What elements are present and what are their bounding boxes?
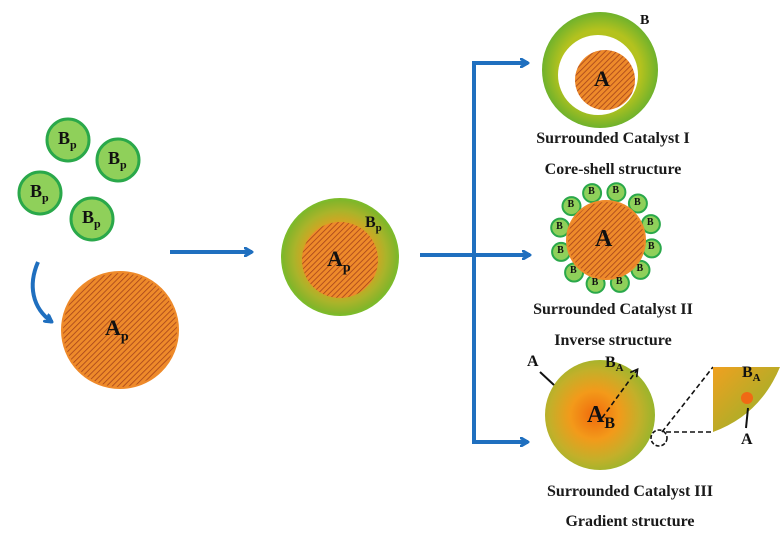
- gradient-particle: [545, 360, 655, 470]
- b-particle-label: Bp: [58, 128, 77, 152]
- gradient-center-label: AB: [587, 402, 616, 432]
- core-shell-core: [575, 50, 635, 110]
- inverse-core: [566, 200, 646, 280]
- catalyst-ii-subtitle: Inverse structure: [554, 332, 672, 349]
- inset-a-dot: [741, 392, 753, 404]
- inverse-b-particle-label: B: [633, 196, 641, 208]
- inverse-b-particle: [606, 182, 627, 203]
- inverse-core-label: A: [595, 226, 613, 252]
- inverse-b-particle-label: B: [615, 275, 623, 287]
- inverse-b-particles: [550, 182, 662, 294]
- intermediate-core-label: Ap: [327, 246, 351, 276]
- catalyst-iii-title: Surrounded Catalyst III: [547, 483, 713, 500]
- pointer-line: [539, 371, 555, 386]
- inverse-b-particle: [627, 193, 648, 214]
- curved-arrow-icon: [30, 261, 52, 324]
- b-particle-label: Bp: [108, 148, 127, 172]
- precursor-b-particles: [17, 117, 141, 242]
- inverse-b-particle-label: B: [557, 244, 564, 256]
- branching-arrows: [420, 63, 530, 442]
- inverse-b-particle-label: B: [612, 185, 620, 197]
- inverse-b-particle: [561, 196, 582, 217]
- core-label: A: [594, 66, 610, 91]
- outer-pointer-label: A: [527, 353, 539, 370]
- b-particle-label: Bp: [30, 181, 49, 205]
- a-precursor-particle: [61, 271, 179, 389]
- catalyst-iii-subtitle: Gradient structure: [565, 513, 695, 530]
- inset-pointer-line: [745, 407, 749, 429]
- zoom-region-circle: [650, 429, 668, 447]
- inverse-b-particle-label: B: [647, 241, 655, 253]
- catalyst-i-core-shell: [542, 12, 658, 128]
- inverse-b-particle-label: B: [591, 276, 599, 288]
- b-particle: [69, 196, 115, 242]
- shell-label: B: [640, 13, 650, 28]
- catalyst-ii-title: Surrounded Catalyst II: [533, 301, 693, 318]
- dashed-arrow-icon: [601, 367, 639, 419]
- b-particle-label: Bp: [82, 207, 101, 231]
- catalyst-iii-gradient: [539, 360, 780, 470]
- inverse-b-particle: [582, 183, 603, 204]
- inverse-b-particle-label: B: [646, 217, 654, 229]
- intermediate-core: [302, 222, 378, 298]
- inset-label: BA: [742, 364, 761, 385]
- inverse-b-particle-label: B: [588, 186, 595, 198]
- intermediate-particle: [281, 198, 399, 316]
- catalyst-i-subtitle: Core-shell structure: [544, 161, 682, 178]
- b-particle: [17, 170, 63, 216]
- inverse-b-particle-label: B: [570, 265, 577, 277]
- b-particle: [45, 117, 91, 163]
- gradient-edge-label: BA: [605, 354, 624, 375]
- catalyst-i-title: Surrounded Catalyst I: [536, 130, 690, 147]
- zoom-guide-line: [661, 366, 714, 433]
- inverse-b-particle-label: B: [636, 262, 644, 274]
- b-particle: [95, 137, 141, 183]
- intermediate-shell-label: Bp: [365, 214, 382, 235]
- catalyst-ii-inverse: [550, 182, 662, 294]
- inverse-b-particle-label: B: [556, 220, 563, 232]
- inverse-b-particle-label: B: [567, 199, 575, 211]
- a-particle-label: Ap: [105, 315, 129, 345]
- inset-pointer-label: A: [741, 431, 753, 448]
